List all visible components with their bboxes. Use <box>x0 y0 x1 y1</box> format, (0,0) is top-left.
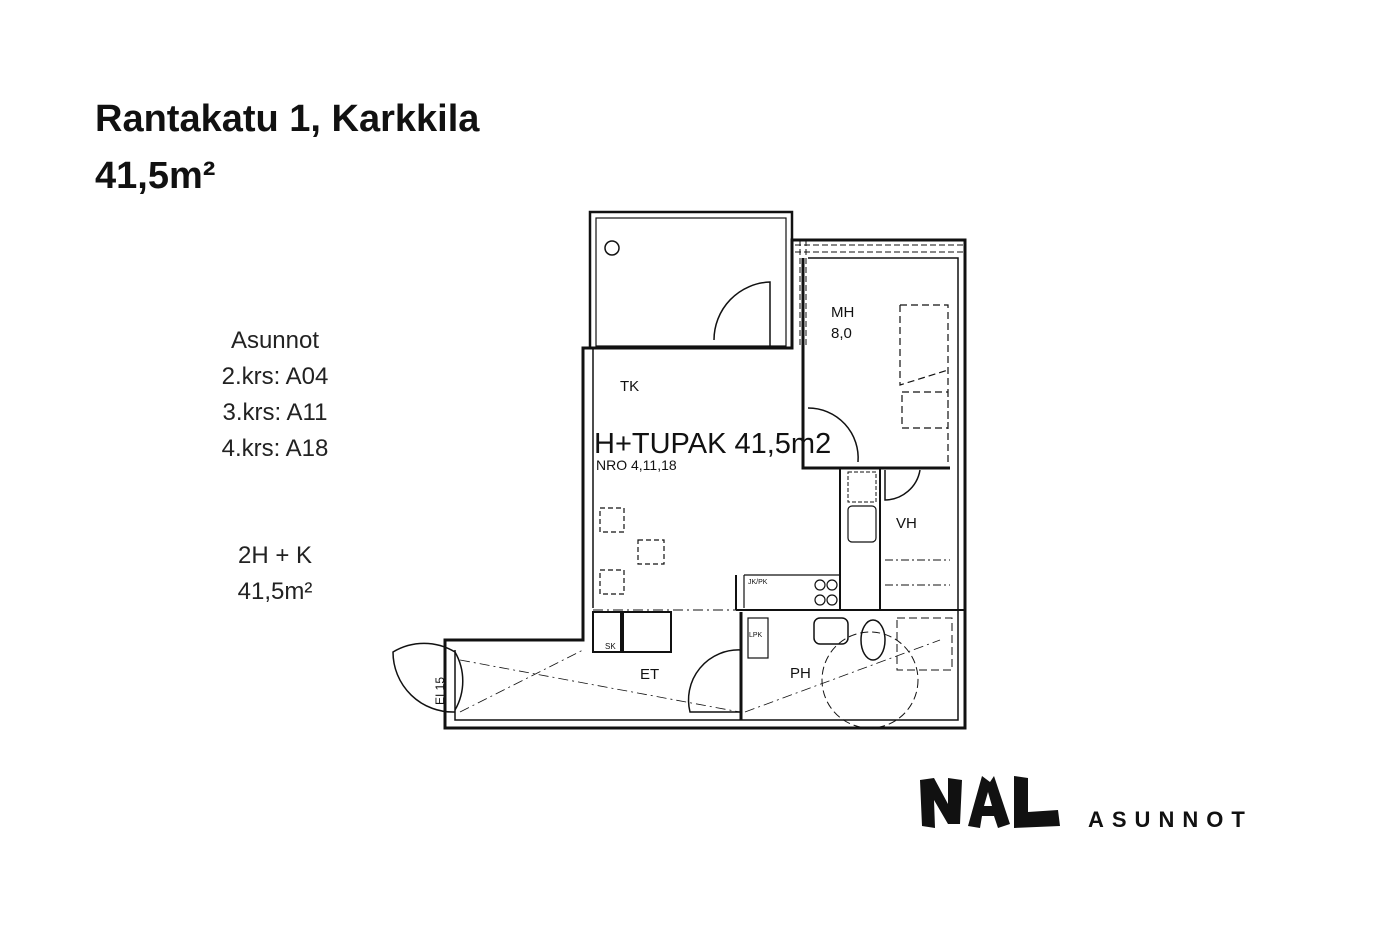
nal-logo <box>918 772 1063 839</box>
closet-shelf <box>885 559 950 586</box>
appliance <box>847 471 877 503</box>
balcony-door <box>713 281 771 348</box>
stove-burner <box>826 594 838 606</box>
chair <box>599 507 625 533</box>
shower-area <box>896 617 953 671</box>
kitchen-counter <box>743 574 840 608</box>
bedroom-door <box>807 407 859 463</box>
room-label-et: ET <box>640 666 659 683</box>
room-label-sk: SK <box>605 642 616 651</box>
entrance-door <box>392 642 464 713</box>
nal-logo-mark <box>920 776 1060 828</box>
apartment-area: 41,5m² <box>237 578 313 605</box>
wall-insulation <box>795 240 965 348</box>
chair <box>599 569 625 595</box>
apartment-numbers-label: NRO 4,11,18 <box>596 457 677 473</box>
kitchen-walls <box>735 468 965 611</box>
stove-burner <box>826 579 838 591</box>
apartments-heading: Asunnot <box>230 327 320 354</box>
door-fire-rating: EI 15 <box>433 677 447 705</box>
apartment-type: 2H + K <box>237 542 313 569</box>
kitchen-sink <box>847 505 877 543</box>
floor-apartment: 3.krs: A11 <box>222 399 328 426</box>
logo-subtitle: ASUNNOT <box>1088 807 1253 832</box>
room-label-ph: PH <box>790 665 811 682</box>
drain-icon <box>604 240 620 256</box>
zone-diagonal <box>744 639 941 713</box>
apartment-type-label: H+TUPAK 41,5m2 <box>594 428 831 460</box>
wardrobe <box>622 611 672 653</box>
label-jkpk: JK/PK <box>748 579 768 586</box>
toilet <box>860 619 886 661</box>
storage-cabinet <box>592 611 622 653</box>
washbasin <box>813 617 849 645</box>
room-label-mh: MH <box>831 304 854 321</box>
label-lpk: LPK <box>749 632 763 639</box>
turning-circle <box>821 631 919 729</box>
floor-apartment: 4.krs: A18 <box>221 435 329 462</box>
stove-burner <box>814 594 826 606</box>
apartments-info: Asunnot 2.krs: A04 3.krs: A11 4.krs: A18 <box>175 323 375 467</box>
balcony <box>588 210 794 350</box>
bathroom-door <box>687 649 742 713</box>
exterior-wall <box>443 238 967 730</box>
balcony-inner <box>595 217 787 347</box>
room-label-tk: TK <box>620 378 639 395</box>
lpk-cabinet <box>747 617 769 659</box>
address-title: Rantakatu 1, Karkkila <box>95 98 480 140</box>
apartment-type-info: 2H + K 41,5m² <box>175 538 375 610</box>
bedroom-wall <box>801 258 950 470</box>
chair <box>637 539 665 565</box>
floor-apartment: 2.krs: A04 <box>221 363 329 390</box>
area-title: 41,5m² <box>95 155 216 197</box>
room-label-vh: VH <box>896 515 917 532</box>
closet-door <box>884 469 921 501</box>
stove-burner <box>814 579 826 591</box>
inner-wall-line <box>454 257 959 721</box>
zone-diagonal <box>459 649 741 713</box>
room-area-mh: 8,0 <box>831 325 852 342</box>
bed-furniture <box>899 304 949 465</box>
